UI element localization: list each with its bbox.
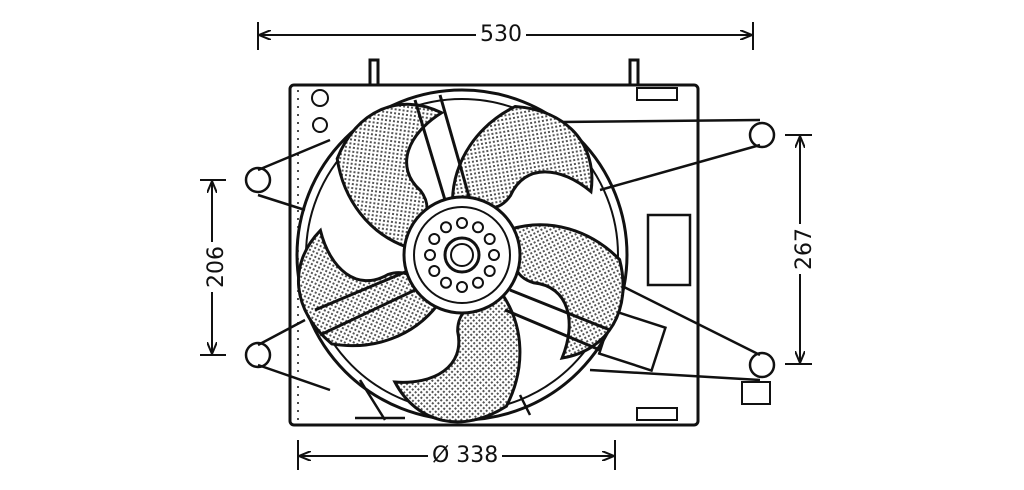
hub-hole	[428, 233, 441, 245]
fan-blade	[392, 291, 522, 424]
hub-hole	[440, 221, 452, 234]
right-height-dimension-label: 267	[792, 224, 817, 274]
width-dimension-label: 530	[476, 24, 526, 46]
hub-hole	[440, 276, 452, 289]
left-height-dimension-label: 206	[204, 242, 229, 292]
fan-blade	[450, 105, 594, 210]
hub-hole	[472, 276, 484, 289]
hub-hole	[456, 217, 468, 229]
fan-struts	[314, 94, 611, 352]
hub-hole	[483, 265, 496, 277]
hub-hole	[428, 265, 441, 277]
frame	[244, 58, 776, 427]
fan	[295, 88, 629, 424]
hub-hole	[424, 249, 436, 261]
hub-hole	[472, 221, 484, 234]
hub-hole	[488, 249, 500, 261]
fan-diameter-dimension-label: Ø 338	[428, 445, 503, 467]
fan-blade	[335, 102, 445, 250]
hub-hole	[483, 233, 496, 245]
hub-hole	[456, 281, 468, 293]
